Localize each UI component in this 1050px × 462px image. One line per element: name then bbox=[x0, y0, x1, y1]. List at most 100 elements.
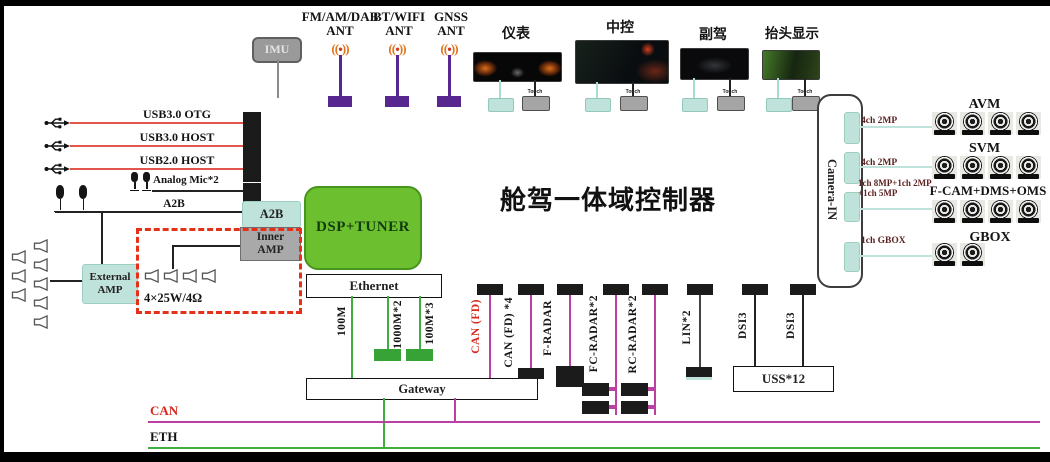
speaker-icon bbox=[33, 239, 48, 253]
imu-box: IMU bbox=[252, 37, 302, 63]
fc-radar-connector bbox=[603, 284, 629, 295]
lin-connector bbox=[687, 284, 713, 295]
camera-port-label: 4ch 2MP bbox=[861, 116, 898, 126]
speaker-icon bbox=[33, 315, 48, 329]
can-fd4-connector-bottom bbox=[518, 368, 544, 379]
imu-label: IMU bbox=[264, 42, 290, 57]
rc-radar-wire bbox=[654, 295, 656, 415]
antenna-icon: ((●)) bbox=[388, 41, 406, 56]
mic-icon bbox=[77, 185, 89, 212]
display-wire bbox=[632, 82, 634, 96]
display-port-tiny-label: Touch bbox=[797, 89, 813, 95]
page-title: 舱驾一体域控制器 bbox=[500, 185, 717, 215]
display-screen-cluster bbox=[473, 52, 562, 82]
display-wire bbox=[534, 80, 536, 96]
display-screen-hud bbox=[762, 50, 820, 80]
camera-icon bbox=[988, 200, 1013, 223]
usb-connector bbox=[243, 158, 261, 182]
camera-group-label: F-CAM+DMS+OMS bbox=[929, 183, 1047, 198]
camera-icon bbox=[988, 156, 1013, 179]
can-fd-label: CAN (FD) bbox=[470, 299, 482, 354]
eth-1000m-wire bbox=[387, 296, 389, 349]
antenna-connector-fm bbox=[328, 96, 352, 107]
camera-icon bbox=[1016, 156, 1041, 179]
usb-icon bbox=[44, 140, 70, 152]
internal-speaker-wire bbox=[172, 245, 174, 269]
internal-speakers bbox=[144, 269, 217, 283]
usb-wire bbox=[70, 145, 243, 147]
external-speakers-col1 bbox=[11, 250, 27, 302]
speaker-icon bbox=[201, 269, 216, 283]
internal-speaker-wire bbox=[172, 245, 240, 247]
eth-link-label: 100M*3 bbox=[424, 302, 436, 345]
usb-link-label: USB3.0 HOST bbox=[139, 130, 215, 144]
display-label-hud: 抬头显示 bbox=[765, 26, 819, 41]
f-radar-connector bbox=[557, 284, 583, 295]
a2b-link-label: A2B bbox=[163, 198, 185, 210]
speaker-icon bbox=[144, 269, 159, 283]
camera-icon bbox=[932, 112, 957, 135]
fc-radar-stub bbox=[609, 387, 615, 391]
a2b-to-external-amp-wire bbox=[101, 213, 103, 264]
display-wire bbox=[693, 78, 695, 98]
fc-radar-module bbox=[582, 401, 609, 414]
speaker-icon bbox=[163, 269, 178, 283]
camera-icon bbox=[960, 112, 985, 135]
camera-port bbox=[844, 152, 860, 184]
display-label-passenger: 副驾 bbox=[699, 26, 727, 42]
mic-icon bbox=[130, 172, 139, 191]
eth-link-label: 1000M*2 bbox=[392, 300, 404, 349]
display-port-tiny-label: Touch bbox=[722, 89, 738, 95]
camera-group-label: AVM bbox=[968, 97, 1001, 112]
usb-wire bbox=[70, 168, 243, 170]
camera-icon bbox=[932, 200, 957, 223]
dsi3-connector bbox=[742, 284, 768, 295]
camera-icon bbox=[1016, 200, 1041, 223]
eth-link-label: 100M bbox=[336, 306, 348, 337]
camera-port bbox=[844, 242, 860, 272]
antenna-connector-gnss bbox=[437, 96, 461, 107]
bottom-border-bar bbox=[0, 452, 1050, 462]
display-wire bbox=[804, 78, 806, 96]
can-fd4-label: CAN (FD) *4 bbox=[503, 297, 515, 368]
usb-link-label: USB2.0 HOST bbox=[139, 153, 215, 167]
mic-icon bbox=[54, 185, 66, 212]
dsi3-connector bbox=[790, 284, 816, 295]
f-radar-module bbox=[556, 366, 584, 387]
usb-icon bbox=[44, 117, 70, 129]
camera-wire bbox=[858, 208, 933, 210]
camera-port bbox=[844, 112, 860, 144]
camera-icon bbox=[960, 156, 985, 179]
mic-connector bbox=[243, 183, 261, 205]
display-port-tiny-label: Touch bbox=[527, 89, 543, 95]
external-speakers-col2 bbox=[33, 239, 49, 329]
speaker-icon bbox=[182, 269, 197, 283]
camera-icon bbox=[960, 243, 985, 266]
gateway-can-drop bbox=[454, 398, 456, 421]
display-port-teal bbox=[766, 98, 792, 112]
camera-group-gbox bbox=[932, 243, 985, 266]
rc-radar-label: RC-RADAR*2 bbox=[627, 295, 639, 374]
speaker-icon bbox=[11, 269, 26, 283]
camera-wire bbox=[858, 255, 933, 257]
lin-connector-bottom bbox=[686, 367, 712, 380]
antenna-wire-fm bbox=[339, 55, 342, 96]
can-fd-wire bbox=[489, 295, 491, 378]
usb-link-label: USB3.0 OTG bbox=[142, 107, 211, 121]
speaker-power-label: 4×25W/4Ω bbox=[144, 291, 203, 305]
antenna-wire-gnss bbox=[448, 55, 451, 96]
external-speaker-wire bbox=[50, 280, 82, 282]
gateway-box: Gateway bbox=[306, 378, 538, 400]
display-port-teal bbox=[488, 98, 514, 112]
speaker-icon bbox=[11, 288, 26, 302]
eth-connector bbox=[406, 349, 433, 361]
speaker-icon bbox=[11, 250, 26, 264]
display-label-cluster: 仪表 bbox=[502, 25, 530, 41]
eth-bus-label: ETH bbox=[150, 429, 178, 444]
camera-icon bbox=[932, 243, 957, 266]
a2b-box: A2B bbox=[242, 201, 301, 228]
